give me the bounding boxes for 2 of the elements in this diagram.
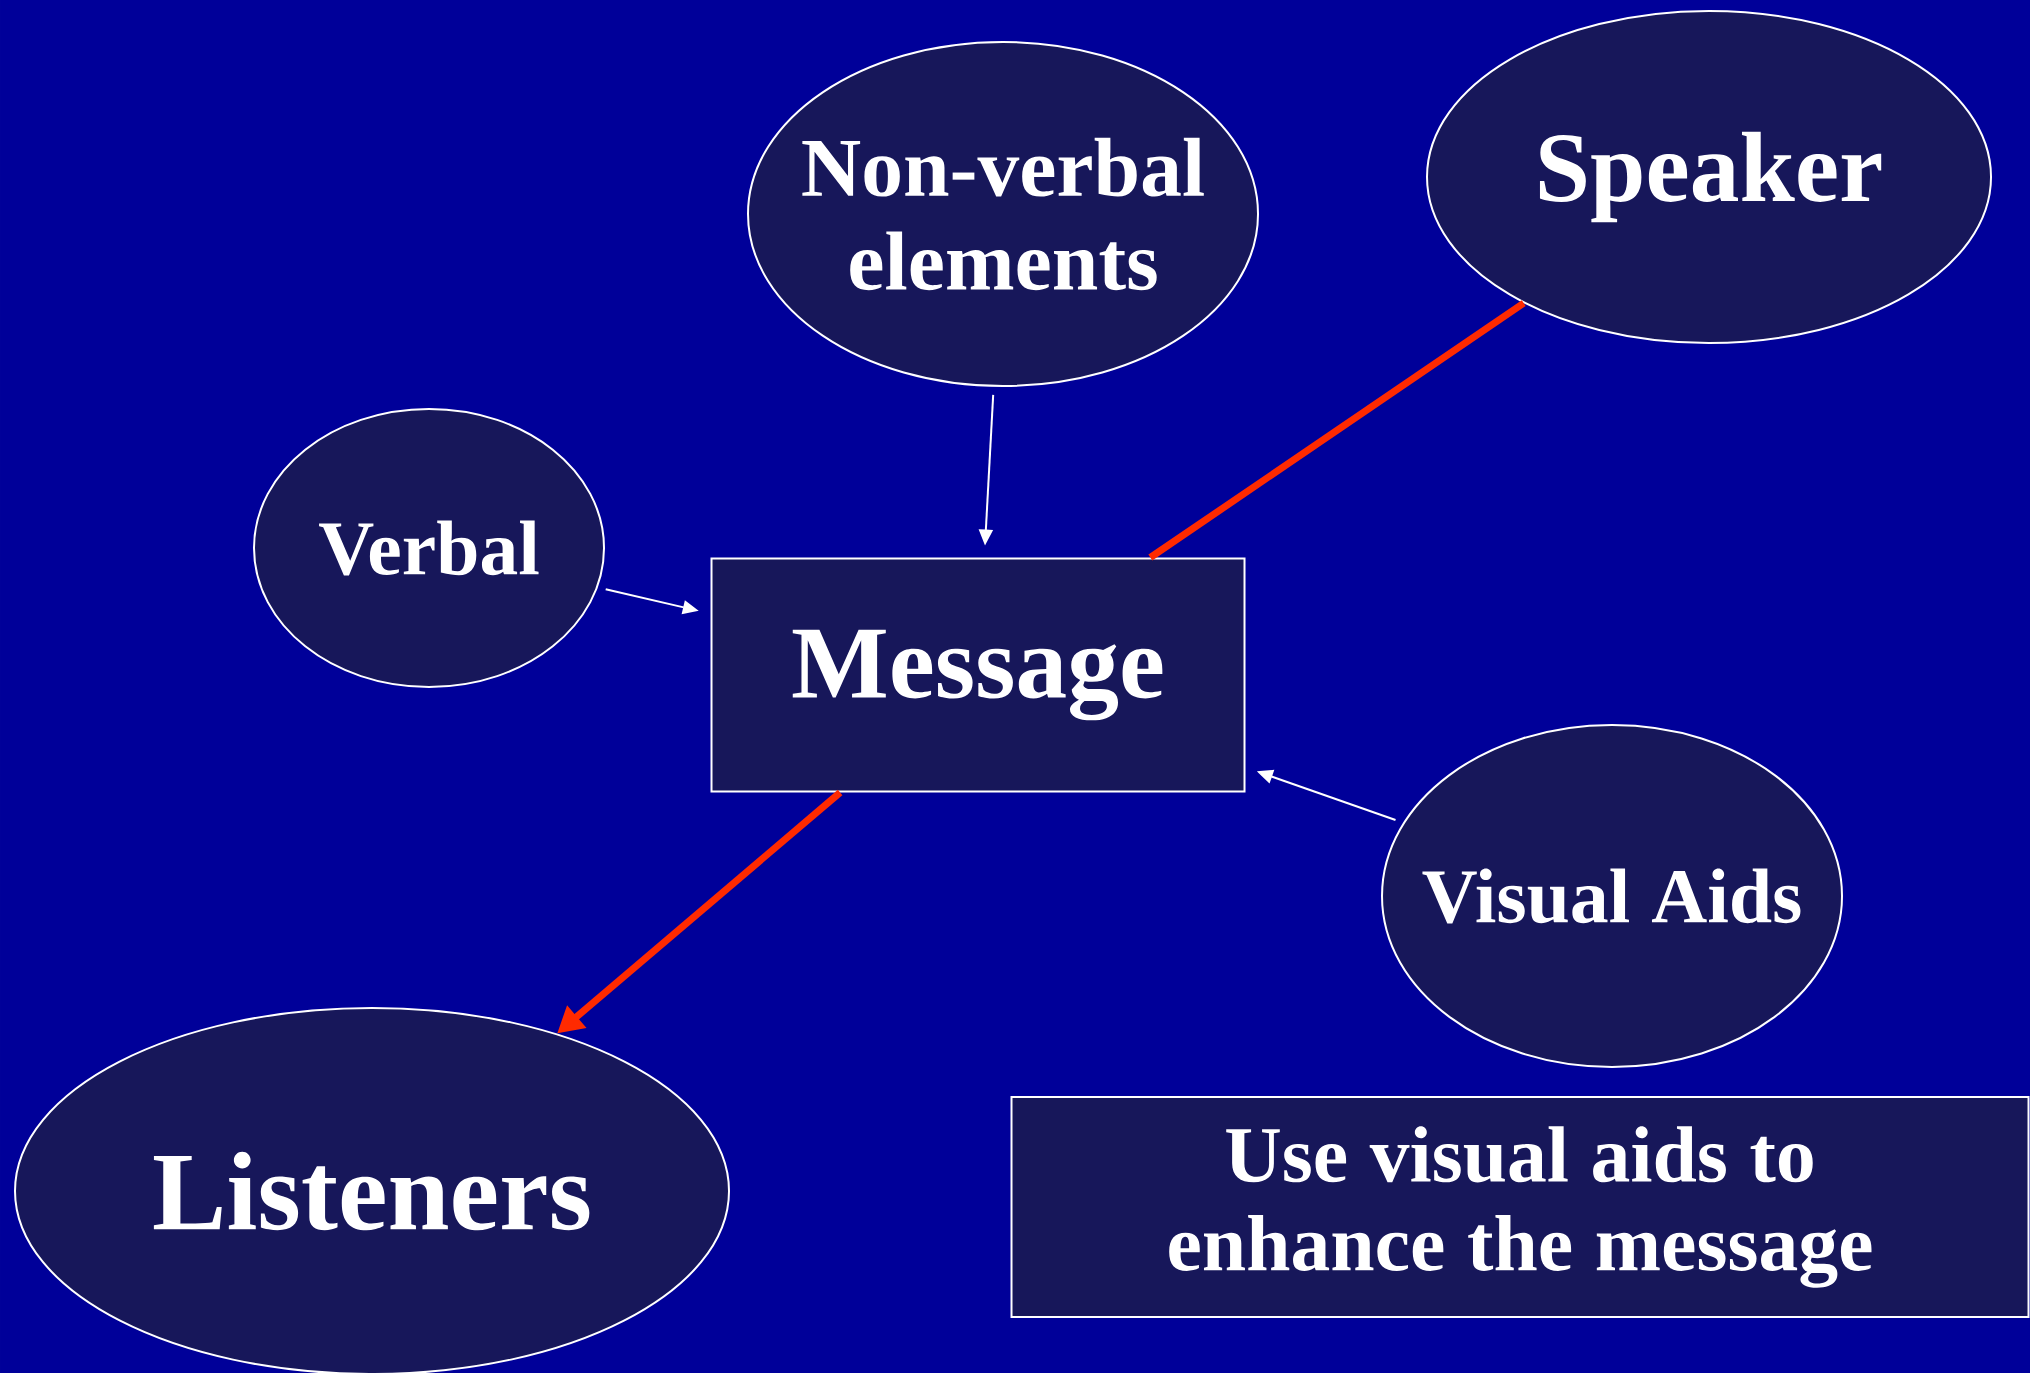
note-box: Use visual aids to enhance the message	[1010, 1096, 2030, 1318]
process-box: Message	[710, 557, 1246, 793]
